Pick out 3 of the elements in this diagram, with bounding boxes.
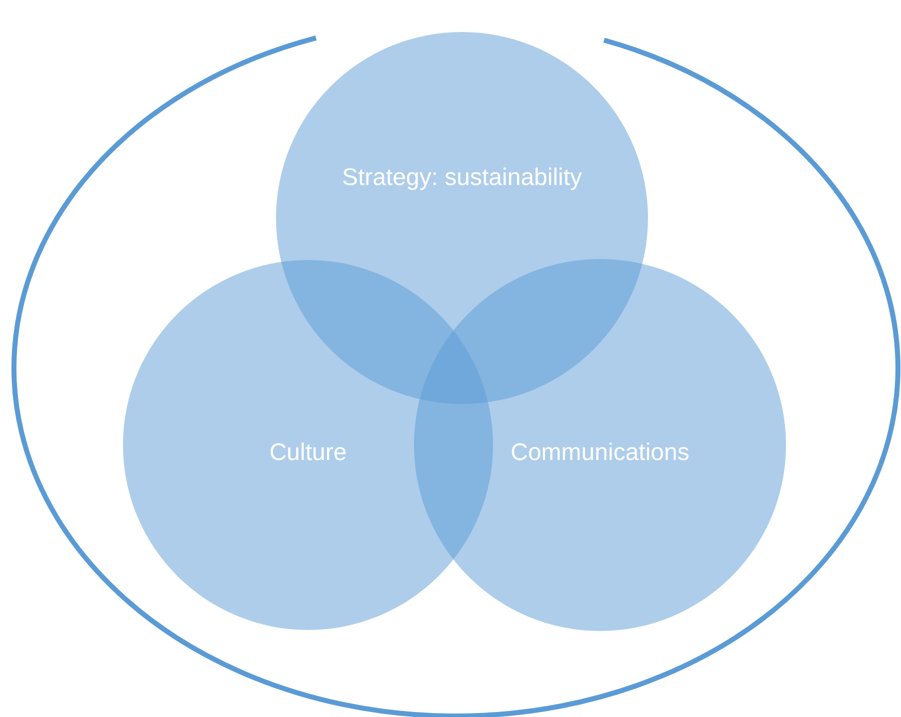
circle-label: Communications: [510, 438, 690, 468]
circle-label: Strategy: sustainability: [340, 163, 584, 193]
circle-label: Culture: [268, 438, 348, 468]
